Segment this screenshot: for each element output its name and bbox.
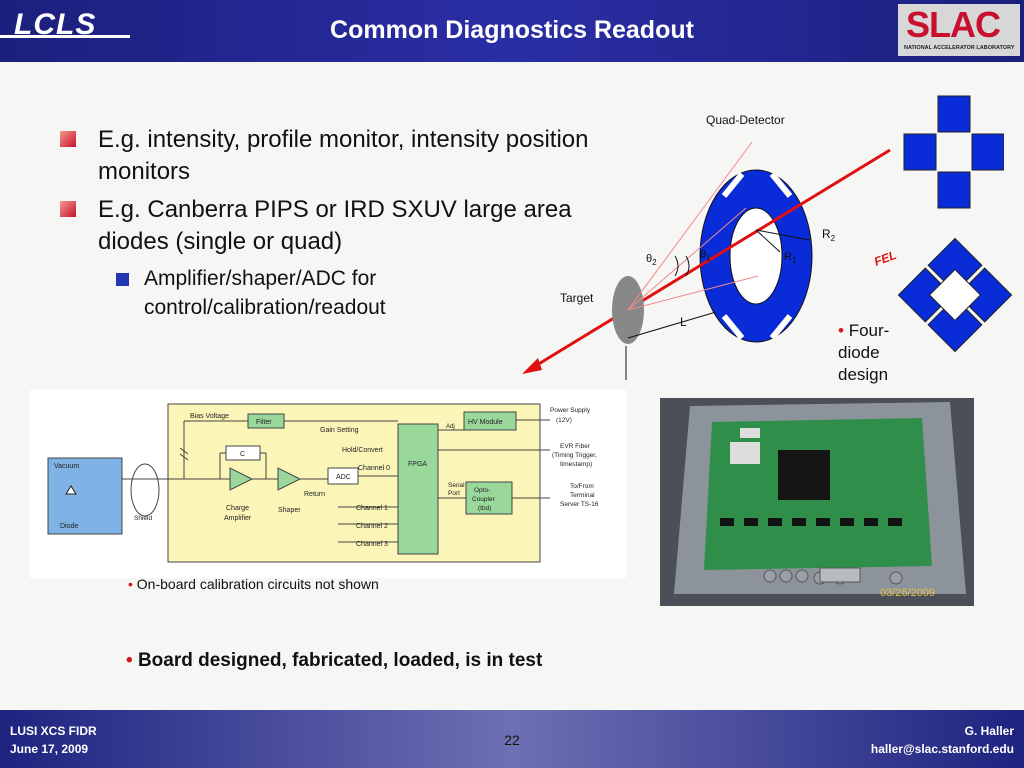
svg-text:(12V): (12V) <box>556 417 572 424</box>
sub-bullet-square-icon <box>116 273 129 286</box>
bullet-square-icon <box>60 131 76 147</box>
r2-label: R2 <box>822 227 836 243</box>
svg-text:Return: Return <box>304 491 325 498</box>
status-note: • Board designed, fabricated, loaded, is… <box>126 650 543 671</box>
page-number: 22 <box>504 732 520 748</box>
svg-text:HV Module: HV Module <box>468 419 503 426</box>
four-diode-diamond-icon <box>897 237 1013 353</box>
svg-text:(Timing Trigger,: (Timing Trigger, <box>552 452 597 459</box>
svg-text:Hold/Convert: Hold/Convert <box>342 447 383 454</box>
four-diode-cross-icon <box>903 95 1004 209</box>
svg-text:Port: Port <box>448 490 460 497</box>
bullet-item: E.g. Canberra PIPS or IRD SXUV large are… <box>60 194 620 258</box>
svg-text:Charge: Charge <box>226 505 249 512</box>
quad-detector-diagram: Quad-Detector Target θ2 θ1 R2 R1 L FEL <box>522 113 898 380</box>
svg-text:Vacuum: Vacuum <box>54 463 79 470</box>
svg-text:Channel 1: Channel 1 <box>356 505 388 512</box>
lcls-logo-line <box>0 35 130 38</box>
svg-text:Filter: Filter <box>256 419 272 426</box>
footer-left: LUSI XCS FIDR June 17, 2009 <box>10 724 97 756</box>
photo-date-stamp: 03/26/2009 <box>880 587 935 599</box>
bullet-list: E.g. intensity, profile monitor, intensi… <box>60 124 620 322</box>
header-bar: LCLS Common Diagnostics Readout SLAC NAT… <box>0 0 1024 62</box>
svg-text:EVR Fiber: EVR Fiber <box>560 443 591 450</box>
board-photo-drawing: 03/26/2009 <box>660 398 974 606</box>
theta1-label: θ1 <box>700 249 711 263</box>
board-photo: 03/26/2009 <box>660 398 974 606</box>
target-label: Target <box>560 291 594 305</box>
svg-text:Amplifier: Amplifier <box>224 515 252 522</box>
slide-title: Common Diagnostics Readout <box>330 16 694 44</box>
footer-right: G. Haller haller@slac.stanford.edu <box>870 724 1014 756</box>
quad-detector-label: Quad-Detector <box>706 113 785 127</box>
slac-logo: SLAC NATIONAL ACCELERATOR LABORATORY <box>898 4 1020 56</box>
svg-text:Channel 3: Channel 3 <box>356 541 388 548</box>
svg-text:Adj: Adj <box>446 424 455 430</box>
svg-text:Bias Voltage: Bias Voltage <box>190 413 229 420</box>
bullet-item: E.g. intensity, profile monitor, intensi… <box>60 124 620 188</box>
svg-text:Gain Setting: Gain Setting <box>320 427 359 434</box>
r1-label: R1 <box>784 251 797 265</box>
fel-beam <box>522 148 891 374</box>
svg-text:Opto-: Opto- <box>474 487 490 494</box>
slac-logo-text: SLAC <box>906 4 1001 45</box>
four-diode-note: • Four- diode design <box>838 321 890 384</box>
svg-text:Diode: Diode <box>60 523 78 530</box>
length-label: L <box>680 315 687 329</box>
svg-text:timestamp): timestamp) <box>560 461 592 468</box>
svg-text:ADC: ADC <box>336 474 351 481</box>
dimension-lines <box>625 229 811 380</box>
circuit-caption: • On-board calibration circuits not show… <box>128 576 379 592</box>
svg-text:Coupler: Coupler <box>472 496 496 503</box>
sub-bullet-item: Amplifier/shaper/ADC for control/calibra… <box>60 264 620 322</box>
footer-bar: LUSI XCS FIDR June 17, 2009 22 G. Haller… <box>0 710 1024 768</box>
theta2-label: θ2 <box>646 253 657 267</box>
svg-text:C: C <box>240 451 245 458</box>
slac-logo-subtitle: NATIONAL ACCELERATOR LABORATORY <box>904 45 1015 51</box>
svg-text:(tbd): (tbd) <box>478 505 491 512</box>
svg-text:Power Supply: Power Supply <box>550 407 591 414</box>
circuit-drawing: Bias Voltage Filter Gain Setting C Hold/… <box>47 403 599 563</box>
bullet-square-icon <box>60 201 76 217</box>
svg-text:Terminal: Terminal <box>570 492 595 499</box>
svg-text:Shield: Shield <box>134 515 152 522</box>
svg-text:Channel 2: Channel 2 <box>356 523 388 530</box>
svg-text:Server TS-16: Server TS-16 <box>560 501 599 508</box>
svg-text:Channel 0: Channel 0 <box>358 465 390 472</box>
svg-text:To/From: To/From <box>570 483 594 490</box>
readout-circuit-schematic: Bias Voltage Filter Gain Setting C Hold/… <box>30 390 626 578</box>
svg-text:Serial: Serial <box>448 482 465 489</box>
svg-text:FPGA: FPGA <box>408 461 427 468</box>
svg-text:Shaper: Shaper <box>278 507 301 514</box>
